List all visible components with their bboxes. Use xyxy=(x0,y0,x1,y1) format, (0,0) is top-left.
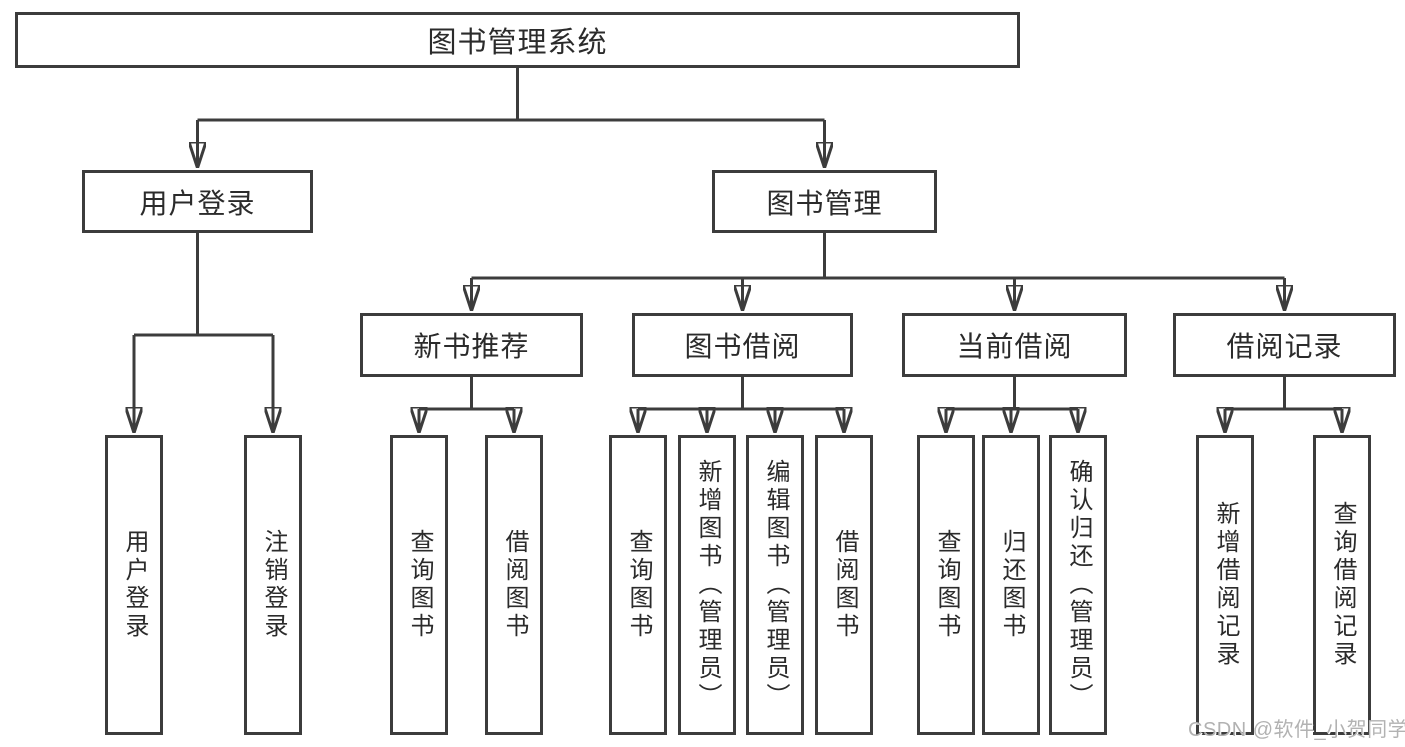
node-leaf-logout: 注销登录 xyxy=(244,435,302,735)
node-user-login: 用户登录 xyxy=(82,170,313,233)
node-new-book-rec: 新书推荐 xyxy=(360,313,583,377)
connector-current-borrow-trunk xyxy=(946,377,1078,411)
node-book-mgmt: 图书管理 xyxy=(712,170,937,233)
node-leaf-add-borrow-record: 新增借阅记录 xyxy=(1196,435,1254,735)
node-root: 图书管理系统 xyxy=(15,12,1020,68)
node-current-borrow: 当前借阅 xyxy=(902,313,1127,377)
node-book-borrow: 图书借阅 xyxy=(632,313,853,377)
node-user-login-label: 用户登录 xyxy=(139,187,256,219)
node-leaf-user-login: 用户登录 xyxy=(105,435,163,735)
node-leaf-return-books-label: 归还图书 xyxy=(998,529,1025,641)
connector-new-book-rec-trunk xyxy=(419,377,514,411)
node-leaf-query-books-borrow: 查询图书 xyxy=(609,435,667,735)
node-leaf-add-book-admin: 新增图书（管理员） xyxy=(678,435,736,735)
node-leaf-borrow-books-rec-label: 借阅图书 xyxy=(501,529,528,641)
connector-root-trunk xyxy=(197,68,825,122)
node-root-label: 图书管理系统 xyxy=(427,27,608,59)
node-leaf-query-borrow-record-label: 查询借阅记录 xyxy=(1329,501,1356,669)
node-leaf-edit-book-admin-label: 编辑图书（管理员） xyxy=(762,459,789,711)
node-borrow-records: 借阅记录 xyxy=(1173,313,1396,377)
csdn-watermark: CSDN @软件_小贺同学 xyxy=(1188,719,1405,741)
node-leaf-borrow-books-label: 借阅图书 xyxy=(831,529,858,641)
node-leaf-query-books-borrow-label: 查询图书 xyxy=(625,529,652,641)
node-leaf-edit-book-admin: 编辑图书（管理员） xyxy=(746,435,804,735)
node-leaf-query-books-rec: 查询图书 xyxy=(390,435,448,735)
node-leaf-user-login-label: 用户登录 xyxy=(121,529,148,641)
node-leaf-confirm-return-admin-label: 确认归还（管理员） xyxy=(1065,459,1092,711)
node-book-mgmt-label: 图书管理 xyxy=(766,187,883,219)
node-leaf-add-borrow-record-label: 新增借阅记录 xyxy=(1212,501,1239,669)
node-leaf-confirm-return-admin: 确认归还（管理员） xyxy=(1049,435,1107,735)
node-leaf-query-books-current: 查询图书 xyxy=(917,435,975,735)
connector-book-mgmt-trunk xyxy=(471,233,1285,280)
node-new-book-rec-label: 新书推荐 xyxy=(413,331,530,362)
connector-borrow-records-trunk xyxy=(1225,377,1342,411)
node-leaf-return-books: 归还图书 xyxy=(982,435,1040,735)
node-current-borrow-label: 当前借阅 xyxy=(956,331,1073,362)
node-book-borrow-label: 图书借阅 xyxy=(684,331,801,362)
node-leaf-query-books-rec-label: 查询图书 xyxy=(406,529,433,641)
connector-user-login-trunk xyxy=(134,233,273,337)
node-leaf-borrow-books: 借阅图书 xyxy=(815,435,873,735)
node-leaf-borrow-books-rec: 借阅图书 xyxy=(485,435,543,735)
node-leaf-query-borrow-record: 查询借阅记录 xyxy=(1313,435,1371,735)
node-leaf-logout-label: 注销登录 xyxy=(260,529,287,641)
node-borrow-records-label: 借阅记录 xyxy=(1226,331,1343,362)
node-leaf-add-book-admin-label: 新增图书（管理员） xyxy=(694,459,721,711)
node-leaf-query-books-current-label: 查询图书 xyxy=(933,529,960,641)
connector-book-borrow-trunk xyxy=(638,377,844,411)
